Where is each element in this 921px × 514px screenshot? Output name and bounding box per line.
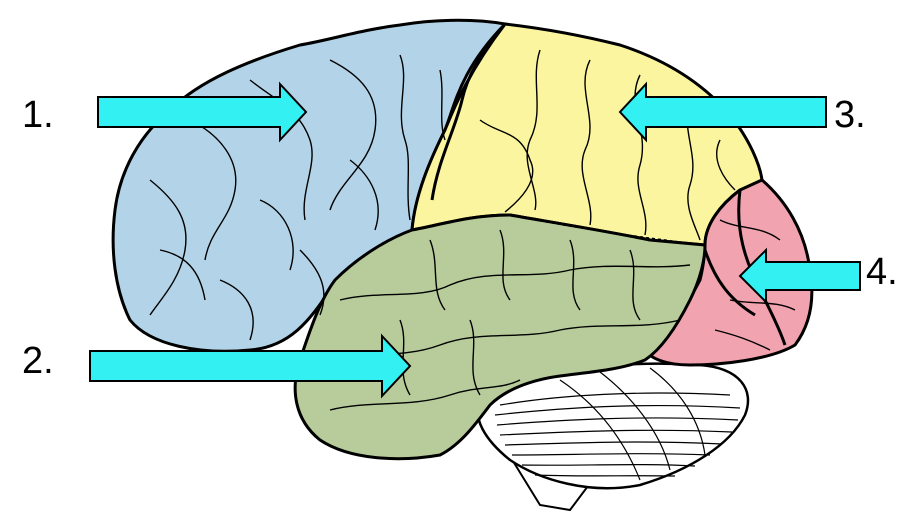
label-4: 4. — [866, 251, 898, 293]
arrow-right-icon — [89, 333, 412, 399]
label-1: 1. — [22, 94, 54, 136]
cerebellum — [476, 362, 750, 490]
arrow-left-icon — [618, 81, 827, 143]
arrow-left-icon — [738, 247, 861, 305]
label-2: 2. — [22, 340, 54, 382]
label-3: 3. — [834, 94, 866, 136]
arrow-right-icon — [97, 81, 308, 143]
